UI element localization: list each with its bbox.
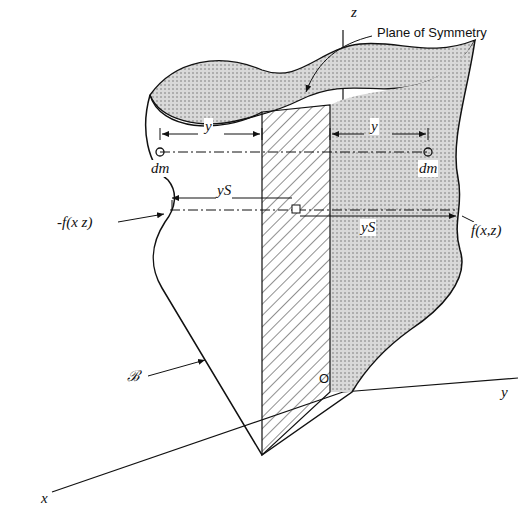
mass-element-label: dm — [418, 160, 438, 177]
mass-element-label: dm — [150, 160, 170, 177]
dimension-label: y — [370, 118, 379, 135]
function-label: f(x,z) — [470, 222, 502, 239]
axis-label: x — [40, 490, 49, 507]
dimension-label: y — [204, 118, 213, 135]
axis-label: z — [350, 4, 358, 21]
axis-label: y — [500, 384, 509, 401]
plane-label: Plane of Symmetry — [376, 26, 488, 40]
body-label: ℬ — [126, 368, 141, 385]
function-label: -f(x z) — [56, 214, 93, 231]
dimension-label: yS — [216, 182, 232, 199]
dimension-label: yS — [360, 219, 376, 236]
origin-label: O — [318, 372, 330, 386]
